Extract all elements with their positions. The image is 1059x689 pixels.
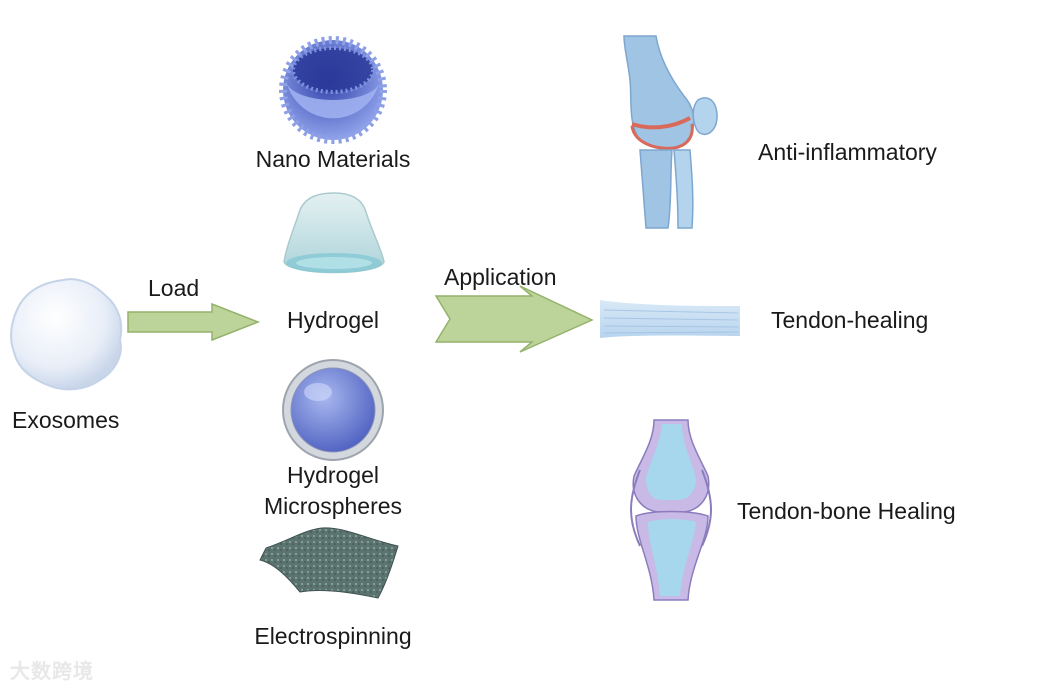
microsphere-icon (283, 360, 383, 460)
nanoparticle-icon (283, 40, 383, 140)
load-label: Load (148, 275, 199, 301)
anti-inflammatory-label: Anti-inflammatory (758, 139, 937, 165)
tendon-healing-label: Tendon-healing (771, 307, 928, 333)
hydrogel-icon (284, 193, 384, 273)
nano-materials-label: Nano Materials (233, 146, 433, 172)
electrospinning-label: Electrospinning (233, 623, 433, 649)
bone-joint-icon (631, 420, 711, 600)
knee-joint-icon (624, 36, 717, 228)
watermark-logo: 大数跨境 (10, 655, 94, 684)
application-label: Application (444, 264, 557, 290)
hydrogel-microspheres-label: Hydrogel Microspheres (233, 460, 433, 522)
tendon-icon (600, 300, 740, 338)
exosome-icon (11, 279, 121, 389)
exosomes-label: Exosomes (12, 407, 119, 433)
application-arrow (436, 286, 592, 352)
electrospun-mat-icon (260, 528, 398, 598)
hydrogel-label: Hydrogel (233, 307, 433, 333)
tendon-bone-healing-label: Tendon-bone Healing (737, 498, 956, 524)
